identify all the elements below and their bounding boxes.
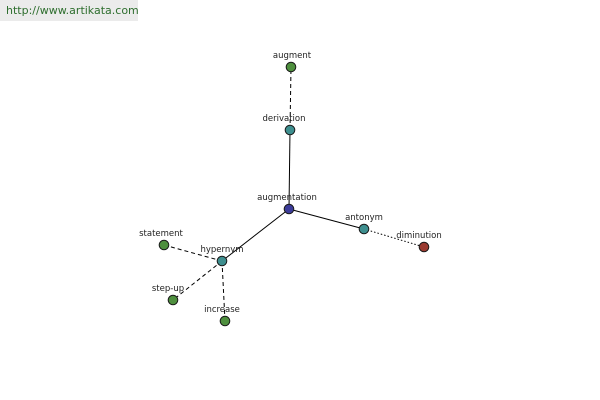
edge-hypernym-statement [163, 244, 223, 262]
node-augmentation[interactable]: augmentation [257, 193, 317, 215]
node-step-up[interactable]: step-up [152, 284, 184, 306]
edge-hypernym-step-up [172, 260, 223, 301]
node-label-antonym[interactable]: antonym [345, 213, 383, 223]
node-diminution[interactable]: diminution [396, 231, 442, 253]
nodes-layer: augmentation derivation augment antonym dimi… [139, 51, 442, 327]
node-circle-augment[interactable] [285, 61, 297, 73]
edge-hypernym-increase [221, 260, 226, 322]
node-circle-derivation[interactable] [284, 124, 296, 136]
edge-derivation-augment [289, 66, 292, 131]
node-label-statement[interactable]: statement [139, 229, 183, 239]
node-label-hypernym[interactable]: hypernym [200, 245, 243, 255]
node-label-diminution[interactable]: diminution [396, 231, 441, 241]
node-hypernym[interactable]: hypernym [200, 245, 244, 267]
node-label-augmentation[interactable]: augmentation [257, 193, 317, 203]
node-derivation[interactable]: derivation [262, 114, 306, 136]
edges-layer [163, 66, 425, 322]
node-label-derivation[interactable]: derivation [262, 114, 305, 124]
node-augment[interactable]: augment [273, 51, 312, 73]
node-increase[interactable]: increase [204, 305, 240, 327]
node-circle-diminution[interactable] [418, 241, 430, 253]
edge-augmentation-derivation [288, 129, 291, 210]
watermark-bar: http://www.artikata.com [0, 0, 139, 21]
edge-augmentation-hypernym [221, 208, 290, 262]
node-label-increase[interactable]: increase [204, 305, 240, 315]
node-label-step-up[interactable]: step-up [152, 284, 184, 294]
node-circle-augmentation[interactable] [283, 203, 295, 215]
node-label-augment[interactable]: augment [273, 51, 312, 61]
node-antonym[interactable]: antonym [345, 213, 383, 235]
node-statement[interactable]: statement [139, 229, 184, 251]
node-circle-statement[interactable] [158, 239, 170, 251]
node-circle-increase[interactable] [219, 315, 231, 327]
watermark-url[interactable]: http://www.artikata.com [6, 4, 139, 17]
node-circle-step-up[interactable] [167, 294, 179, 306]
edge-augmentation-antonym [288, 208, 365, 230]
node-circle-hypernym[interactable] [216, 255, 228, 267]
node-circle-antonym[interactable] [358, 223, 370, 235]
